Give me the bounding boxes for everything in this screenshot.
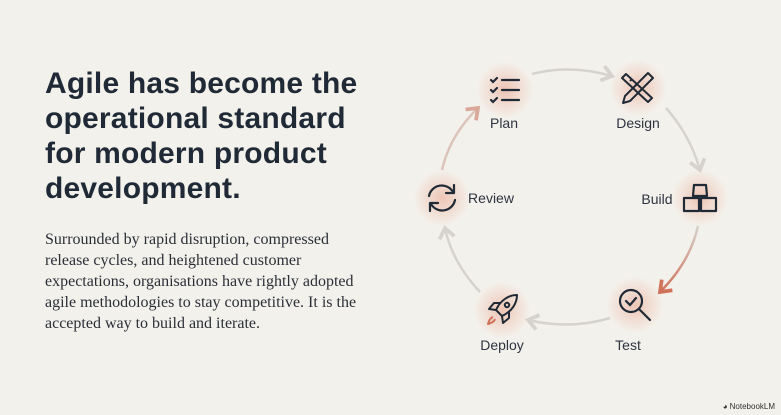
blocks-icon [682,183,718,213]
step-test: Test [615,337,641,353]
arrow-deploy-review [437,224,481,293]
rocket-icon [487,294,518,325]
arrow-test-deploy [524,313,611,331]
brand-watermark: ◕ NotebookLM [723,402,775,411]
pencil-ruler-icon [621,72,654,104]
step-review: Review [468,190,514,206]
test-glow [607,277,663,333]
step-deploy: Deploy [480,337,524,353]
design-glow [610,60,666,116]
refresh-icon [427,183,457,213]
arrow-plan-design [531,64,616,83]
step-plan: Plan [489,115,519,131]
step-build: Build [641,191,673,207]
magnifier-check-icon [618,288,652,322]
arrow-build-test [657,225,700,295]
body-paragraph: Surrounded by rapid disruption, compress… [45,231,357,332]
arrow-design-build [665,107,707,174]
step-design: Design [616,115,660,131]
arrow-review-plan [440,105,481,171]
review-glow [414,170,470,226]
notebooklm-logo-icon: ◕ [722,402,728,411]
headline: Agile has become the operational standar… [45,67,358,205]
brand-label: NotebookLM [729,402,775,411]
checklist-icon [489,76,521,104]
deploy-glow [474,282,530,338]
